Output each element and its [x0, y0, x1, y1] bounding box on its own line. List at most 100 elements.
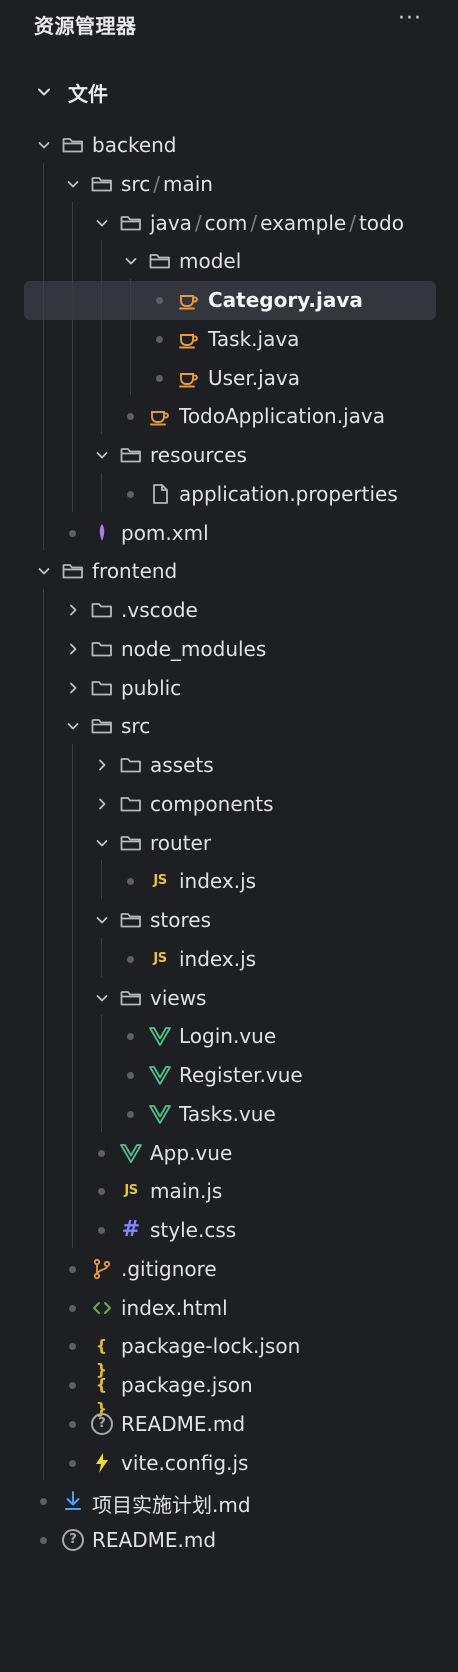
tree-folder-item[interactable]: src — [0, 705, 458, 746]
folder-open-icon — [119, 908, 143, 932]
chevron-right-icon[interactable] — [65, 680, 81, 696]
indent-guide — [43, 589, 44, 1481]
bullet-dot — [69, 1304, 76, 1312]
tree-folder-item[interactable]: components — [0, 783, 458, 824]
indent-guide — [72, 201, 73, 512]
tree-file-item[interactable]: Task.java — [0, 318, 458, 359]
path-segment: src — [121, 714, 151, 739]
chevron-right-icon[interactable] — [94, 796, 110, 812]
more-actions-button[interactable]: ··· — [398, 6, 422, 31]
path-segment: Login.vue — [179, 1024, 277, 1049]
tree-item-label: Task.java — [208, 327, 299, 351]
chevron-down-icon[interactable] — [36, 563, 52, 579]
chevron-down-icon[interactable] — [123, 253, 139, 269]
tree-file-item[interactable]: ?README.md — [0, 1403, 458, 1444]
folder-icon — [90, 637, 114, 661]
path-segment: com — [204, 210, 248, 235]
vue-icon — [119, 1141, 143, 1165]
tree-folder-item[interactable]: resources — [0, 434, 458, 475]
download-icon — [61, 1489, 85, 1513]
tree-item-label: frontend — [92, 559, 177, 583]
indent-guide — [101, 240, 102, 434]
chevron-down-icon[interactable] — [94, 835, 110, 851]
tree-item-label: package.json — [121, 1373, 253, 1397]
tree-file-item[interactable]: ?README.md — [0, 1519, 458, 1560]
tree-item-label: views — [150, 986, 206, 1010]
chevron-down-icon[interactable] — [65, 176, 81, 192]
indent-guide — [101, 472, 102, 512]
tree-item-label: index.html — [121, 1296, 228, 1320]
tree-folder-item[interactable]: model — [0, 240, 458, 281]
tree-item-label: README.md — [92, 1528, 216, 1552]
path-segment: TodoApplication.java — [179, 404, 385, 429]
tree-file-item[interactable]: Login.vue — [0, 1015, 458, 1056]
tree-item-label: resources — [150, 443, 247, 467]
chevron-down-icon[interactable] — [94, 215, 110, 231]
chevron-down-icon[interactable] — [36, 137, 52, 153]
tree-item-label: .gitignore — [121, 1257, 217, 1281]
path-segment: java — [150, 210, 192, 235]
path-segment: Category.java — [208, 288, 363, 312]
tree-file-item[interactable]: #style.css — [0, 1209, 458, 1250]
git-icon — [90, 1257, 114, 1281]
tree-item-label: stores — [150, 908, 211, 932]
chevron-right-icon[interactable] — [65, 641, 81, 657]
tree-folder-item[interactable]: assets — [0, 744, 458, 785]
tree-file-item[interactable]: Category.java — [0, 279, 458, 320]
tree-file-item[interactable]: 项目实施计划.md — [0, 1480, 458, 1521]
tree-folder-item[interactable]: public — [0, 667, 458, 708]
tree-file-item[interactable]: { }package.json — [0, 1364, 458, 1418]
bullet-dot — [127, 878, 134, 886]
tree-file-item[interactable]: App.vue — [0, 1132, 458, 1173]
path-segment: 项目实施计划.md — [92, 1493, 251, 1518]
path-segment: assets — [150, 753, 214, 777]
path-segment: backend — [92, 133, 177, 157]
chevron-down-icon[interactable] — [94, 990, 110, 1006]
explorer-header: 资源管理器 ··· — [0, 0, 458, 48]
tree-file-item[interactable]: User.java — [0, 357, 458, 398]
vue-icon — [148, 1063, 172, 1087]
tree-file-item[interactable]: Tasks.vue — [0, 1093, 458, 1134]
tree-item-label: public — [121, 676, 181, 700]
tree-file-item[interactable]: application.properties — [0, 473, 458, 514]
tree-file-item[interactable]: TodoApplication.java — [0, 395, 458, 436]
tree-file-item[interactable]: Register.vue — [0, 1054, 458, 1095]
tree-folder-item[interactable]: .vscode — [0, 589, 458, 630]
tree-file-item[interactable]: { }package-lock.json — [0, 1325, 458, 1379]
files-section-header[interactable]: 文件 — [0, 72, 458, 112]
tree-folder-item[interactable]: views — [0, 977, 458, 1018]
css-icon: # — [119, 1218, 143, 1242]
chevron-down-icon[interactable] — [94, 912, 110, 928]
tree-item-label: index.js — [179, 869, 256, 893]
tree-file-item[interactable]: pom.xml — [0, 512, 458, 553]
tree-folder-item[interactable]: stores — [0, 899, 458, 940]
tree-file-item[interactable]: index.html — [0, 1287, 458, 1328]
folder-open-icon — [119, 211, 143, 235]
chevron-right-icon[interactable] — [65, 602, 81, 618]
tree-folder-item[interactable]: backend — [0, 124, 458, 165]
chevron-down-icon[interactable] — [65, 718, 81, 734]
path-segment: application.properties — [179, 481, 398, 506]
tree-file-item[interactable]: .gitignore — [0, 1248, 458, 1289]
tree-folder-item[interactable]: router — [0, 822, 458, 863]
tree-folder-item[interactable]: node_modules — [0, 628, 458, 669]
chevron-down-icon[interactable] — [94, 447, 110, 463]
tree-folder-item[interactable]: java/com/example/todo — [0, 202, 458, 243]
tree-item-label: application.properties — [179, 482, 398, 506]
bullet-dot — [69, 1382, 76, 1389]
chevron-down-icon — [36, 84, 52, 100]
vite-icon — [90, 1451, 114, 1475]
tree-item-label: Login.vue — [179, 1024, 276, 1048]
tree-folder-item[interactable]: src/main — [0, 163, 458, 204]
bullet-dot — [69, 1459, 76, 1467]
path-segment: model — [179, 249, 242, 274]
tree-folder-item[interactable]: frontend — [0, 550, 458, 591]
path-segment: index.js — [179, 946, 257, 971]
json-icon: { } — [90, 1334, 114, 1379]
chevron-right-icon[interactable] — [94, 757, 110, 773]
indent-guide — [130, 279, 131, 396]
tree-file-item[interactable]: vite.config.js — [0, 1442, 458, 1483]
